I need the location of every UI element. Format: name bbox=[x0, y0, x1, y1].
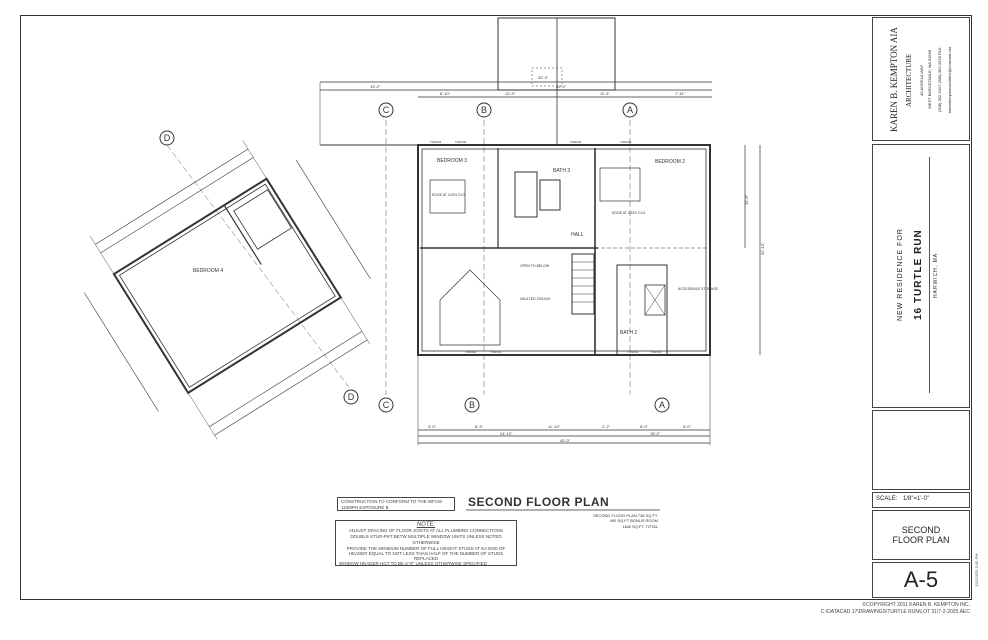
project-location: HARWICH, MA bbox=[933, 252, 939, 298]
window-tag: TW2442 bbox=[650, 350, 662, 354]
grid-marker-a-bottom: A bbox=[654, 397, 670, 413]
phone-numbers: (508) 362-3417 (508) 362-3228 FAX bbox=[937, 47, 942, 113]
svg-text:C: C bbox=[383, 400, 390, 410]
grid-marker-c-bottom: C bbox=[378, 397, 394, 413]
room-label-bath3: BATH 3 bbox=[553, 168, 570, 174]
grid-marker-c-top: C bbox=[378, 102, 394, 118]
bath2-walls bbox=[616, 264, 668, 356]
bedroom4-wing bbox=[83, 140, 371, 440]
window-tag: TW2442 bbox=[465, 350, 477, 354]
divider bbox=[929, 157, 930, 393]
dim-text: 8'-0" bbox=[640, 424, 649, 429]
project-prefix: NEW RESIDENCE FOR bbox=[897, 228, 904, 322]
grid-marker-b-top: B bbox=[476, 102, 492, 118]
sheet-number: A-5 bbox=[903, 567, 939, 592]
dim-text: 13'-2" bbox=[370, 84, 381, 89]
dim-text: 7'-11" bbox=[675, 91, 685, 96]
email: karenkemptonarchitect@comcast.net bbox=[947, 46, 952, 114]
code-note-box: CONSTRUCTION TO CONFORM TO THE WFCM 110M… bbox=[337, 497, 455, 511]
dim-text: 42'-0" bbox=[556, 84, 567, 89]
grid-marker-d-top: D bbox=[159, 130, 175, 146]
architect-name: KAREN B. KEMPTON AIA bbox=[889, 27, 899, 133]
dim-text: 32'-3" bbox=[538, 75, 549, 80]
window-tag: TW2442 bbox=[627, 350, 639, 354]
area-line: SECOND FLOOR PLAN 736 SQ.FT. bbox=[593, 513, 658, 518]
dim-text: 32'-10" bbox=[760, 242, 765, 255]
dim-text: 24'-10" bbox=[500, 431, 513, 436]
dim-text: 8'-3" bbox=[475, 424, 484, 429]
dim-text: 3'-0" bbox=[428, 424, 437, 429]
print-date: 11/2/2025 3:05 PM bbox=[974, 553, 979, 587]
room-label-bath2: BATH 2 bbox=[620, 330, 637, 336]
room-label-hall: HALL bbox=[571, 232, 584, 238]
window-tag: TW2442 bbox=[490, 350, 502, 354]
window-tag: TW2442 bbox=[455, 140, 467, 144]
svg-text:D: D bbox=[348, 392, 355, 402]
sheet-number-block: A-5 bbox=[872, 562, 970, 598]
dim-text: 2'-2" bbox=[602, 424, 611, 429]
shower bbox=[644, 284, 666, 316]
bed bbox=[429, 179, 466, 214]
grid-marker-b-bottom: B bbox=[464, 397, 480, 413]
tub bbox=[539, 179, 561, 211]
room-label-bedroom2: BEDROOM 2 bbox=[655, 159, 685, 165]
scale-block: SCALE: 1/8"=1'-0" bbox=[872, 492, 970, 508]
address-line: WEST BARNSTABLE, MA 02668 bbox=[927, 50, 932, 110]
svg-text:D: D bbox=[164, 133, 171, 143]
copyright-footer: ©COPYRIGHT 2011 KAREN B. KEMPTON INC. C:… bbox=[820, 602, 970, 615]
sheet-title-block: SECOND FLOOR PLAN bbox=[872, 510, 970, 560]
dim-text: 15'-2" bbox=[650, 431, 661, 436]
svg-text:C: C bbox=[383, 105, 390, 115]
architect-block: KAREN B. KEMPTON AIA ARCHITECTURE 43 ANG… bbox=[872, 17, 970, 141]
project-block: NEW RESIDENCE FOR 16 TURTLE RUN HARWICH,… bbox=[872, 144, 970, 408]
open-to-below-label: OPEN TO BELOW bbox=[520, 264, 550, 268]
storage-label: ACCESSIBLE STORAGE bbox=[678, 287, 719, 291]
dim-text: 12'-6" bbox=[744, 194, 749, 205]
closet bbox=[514, 171, 538, 218]
blank-block bbox=[872, 410, 970, 490]
dim-text: 6'-10" bbox=[440, 91, 451, 96]
ceiling-edge-label: EDGE AT CATH CLG bbox=[432, 193, 466, 197]
window-tag: TW2442 bbox=[620, 140, 632, 144]
svg-text:B: B bbox=[481, 105, 487, 115]
area-line: 1186 SQ.FT. TOTAL bbox=[622, 524, 658, 529]
dim-text: 40'-0" bbox=[560, 438, 571, 443]
project-name: 16 TURTLE RUN bbox=[913, 229, 924, 321]
dim-text: 12'-9" bbox=[505, 91, 516, 96]
drawing-title: SECOND FLOOR PLAN bbox=[468, 495, 609, 509]
architect-discipline: ARCHITECTURE bbox=[905, 53, 913, 107]
svg-text:A: A bbox=[659, 400, 665, 410]
dim-text: 5'-0" bbox=[683, 424, 692, 429]
area-line: 450 SQ.FT BONUS ROOM bbox=[610, 518, 658, 523]
upper-projection bbox=[497, 17, 616, 91]
general-notes-box: NOTE: ADJUST SPACING OF FLOOR JOISTS AT … bbox=[335, 520, 517, 566]
main-house-outline bbox=[417, 144, 711, 356]
vaulted-ceiling-outline bbox=[439, 269, 501, 346]
drawing-sheet-border bbox=[20, 15, 972, 600]
address-line: 43 ANGELA WAY bbox=[919, 64, 924, 96]
grid-marker-d-bottom: D bbox=[343, 389, 359, 405]
room-label-bedroom4: BEDROOM 4 bbox=[193, 268, 223, 274]
stair bbox=[571, 253, 595, 315]
main-house-inner bbox=[421, 148, 707, 352]
dim-text: 11'-4" bbox=[600, 91, 610, 96]
window-tag: TW2442 bbox=[430, 140, 442, 144]
ceiling-edge-label: EDGE AT CATH CLG bbox=[612, 211, 646, 215]
bed bbox=[599, 167, 641, 202]
grid-marker-a-top: A bbox=[622, 102, 638, 118]
svg-text:A: A bbox=[627, 105, 633, 115]
window-tag: TW2442 bbox=[570, 140, 582, 144]
vaulted-ceiling-label: VAULTED CEILING bbox=[520, 297, 551, 301]
stair-treads bbox=[572, 261, 594, 303]
room-label-bedroom3: BEDROOM 3 bbox=[437, 158, 467, 164]
dim-text: 11'-10" bbox=[548, 424, 561, 429]
svg-text:B: B bbox=[469, 400, 475, 410]
